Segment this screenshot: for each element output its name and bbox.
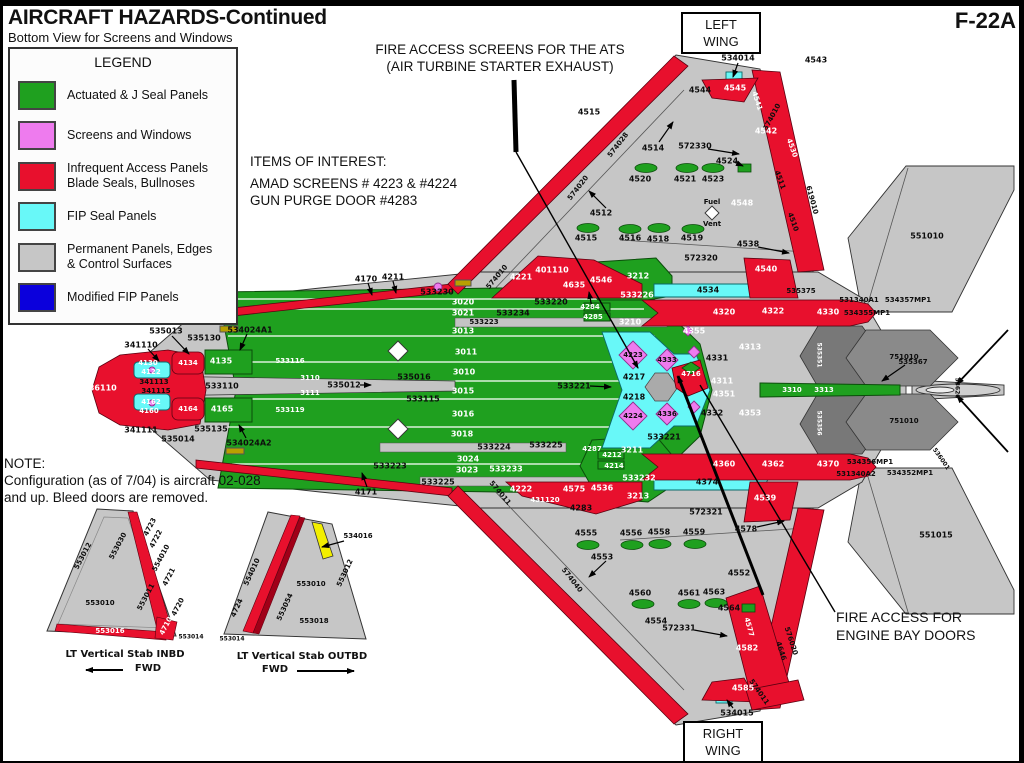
right-wing-line2: WING: [705, 743, 741, 758]
legend-item-label: Modified FIP Panels: [67, 290, 179, 304]
legend-item-label: Screens and Windows: [67, 128, 192, 142]
engine-bay-line2: ENGINE BAY DOORS: [836, 627, 976, 643]
page-subtitle: Bottom View for Screens and Windows: [8, 30, 233, 45]
airframe-panel-lines: [487, 89, 909, 691]
ats-callout-line2: (AIR TURBINE STARTER EXHAUST): [386, 59, 614, 74]
infrequent-access-red: [91, 55, 877, 725]
right-wing-line1: RIGHT: [702, 726, 744, 741]
leader-arrows: [85, 62, 1009, 709]
legend-item-label: Permanent Panels, Edges& Control Surface…: [67, 242, 213, 271]
fuel-vent-icon: [704, 205, 720, 221]
legend-swatch: [18, 121, 56, 150]
ats-callout-line1: FIRE ACCESS SCREENS FOR THE ATS: [375, 42, 625, 57]
left-wing-line2: WING: [703, 34, 739, 49]
legend-swatch: [18, 161, 56, 191]
legend-swatch: [18, 202, 56, 231]
stab-inbd-caption: LT Vertical Stab INBD: [65, 649, 185, 660]
stab-inbd-fwd: FWD: [134, 663, 162, 674]
legend-item: Permanent Panels, Edges& Control Surface…: [18, 242, 236, 272]
note-block: NOTE: Configuration (as of 7/04) is airc…: [4, 455, 261, 506]
ats-callout: FIRE ACCESS SCREENS FOR THE ATS (AIR TUR…: [330, 41, 670, 75]
engine-bay-callout: FIRE ACCESS FOR ENGINE BAY DOORS: [836, 608, 976, 644]
stab-outbd-fwd: FWD: [261, 664, 289, 675]
legend-item-label: FIP Seal Panels: [67, 209, 157, 223]
legend-item: Screens and Windows: [18, 121, 236, 150]
legend-item: Actuated & J Seal Panels: [18, 81, 236, 110]
legend-swatch: [18, 81, 56, 110]
left-wing-box: LEFT WING: [681, 12, 761, 54]
nose-cluster: [133, 279, 472, 455]
legend-swatch: [18, 283, 56, 312]
legend-item-label: Actuated & J Seal Panels: [67, 88, 209, 102]
items-line-gun-purge: GUN PURGE DOOR #4283: [250, 193, 418, 208]
stab-inbd-inset: [46, 508, 178, 641]
stab-outbd-inset: [223, 511, 367, 640]
note-line1: Configuration (as of 7/04) is aircraft 0…: [4, 473, 261, 488]
stab-yellow-strip: [311, 521, 334, 560]
legend-title: LEGEND: [94, 54, 152, 70]
note-title: NOTE:: [4, 456, 46, 471]
engine-bay-line1: FIRE ACCESS FOR: [836, 609, 963, 625]
note-line2: and up. Bleed doors are removed.: [4, 490, 209, 505]
legend-item: FIP Seal Panels: [18, 202, 236, 231]
items-of-interest: ITEMS OF INTEREST: AMAD SCREENS # 4223 &…: [250, 153, 457, 209]
items-line-amad: AMAD SCREENS # 4223 & #4224: [250, 176, 458, 191]
right-wing-box: RIGHT WING: [683, 721, 763, 763]
legend-swatch: [18, 242, 56, 272]
left-wing-line1: LEFT: [705, 17, 737, 32]
items-title: ITEMS OF INTEREST:: [250, 154, 387, 169]
page-title: AIRCRAFT HAZARDS-Continued: [8, 6, 327, 29]
wing-actuated-lenses: [576, 163, 756, 613]
legend-item: Modified FIP Panels: [18, 283, 236, 312]
white-diamond-markers: [387, 205, 720, 440]
aircraft-model-label: F-22A: [954, 8, 1016, 33]
stab-outbd-caption: LT Vertical Stab OUTBD: [236, 651, 368, 662]
